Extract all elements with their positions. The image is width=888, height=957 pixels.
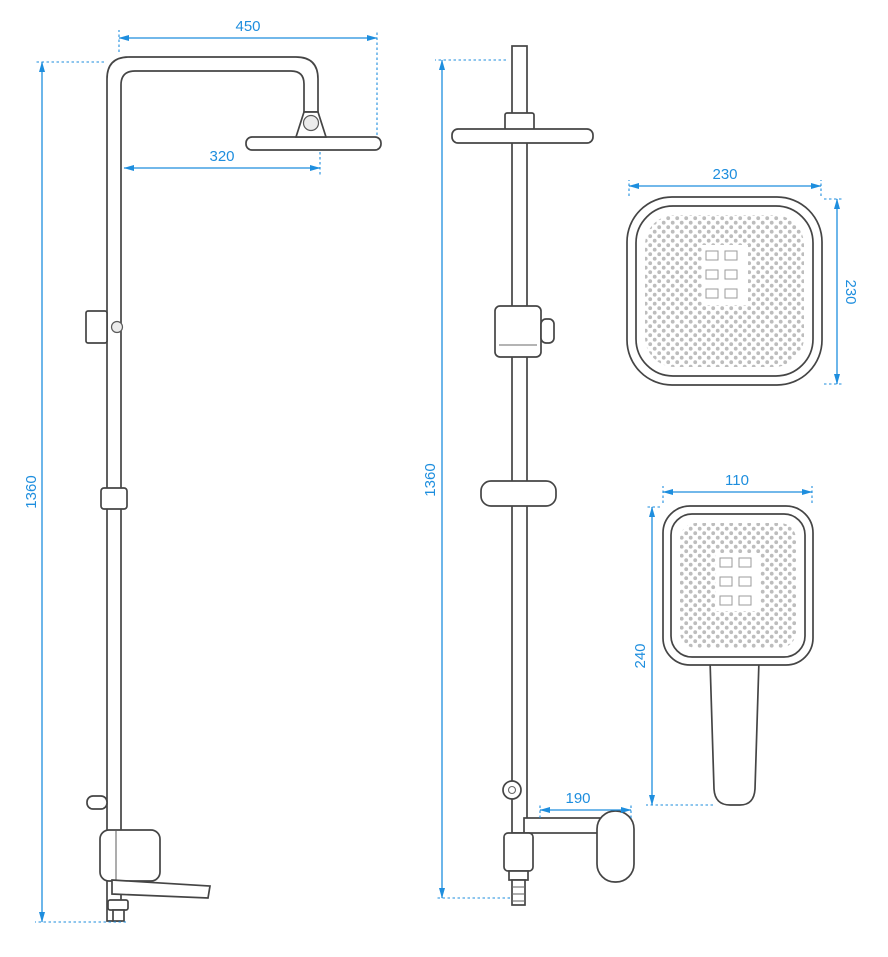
overhead-shower-side — [245, 136, 382, 151]
mixer-handle-front — [596, 810, 635, 883]
head-connector-front — [504, 112, 535, 131]
lower-knob-side — [86, 795, 108, 810]
diverter-knob-front — [540, 318, 555, 344]
dimension-label-arm-reach: 450 — [235, 18, 260, 35]
hand-shower-handle — [709, 659, 760, 806]
dimension-label-head-offset: 320 — [209, 148, 234, 165]
overhead-shower-front — [451, 128, 594, 144]
dimension-label-column-height: 1360 — [23, 475, 40, 508]
shower-column-pipe — [106, 56, 319, 922]
dimension-label-hand-width: 110 — [725, 472, 749, 489]
diverter-pull-knob-center — [507, 785, 517, 795]
mixer-body-side — [99, 829, 161, 882]
soap-shelf-side — [111, 879, 211, 899]
head-top-view-dimensions: 230 230 — [628, 166, 859, 385]
head-slot — [724, 250, 738, 261]
spout-body-front — [503, 832, 534, 872]
front-view — [451, 45, 635, 906]
head-slot — [705, 288, 719, 299]
swivel-ball-joint — [302, 114, 320, 132]
side-view-dimensions: 450 320 1360 — [23, 18, 378, 923]
hand-shower-slot — [738, 595, 752, 606]
hand-shower-dimensions: 110 240 — [632, 472, 813, 806]
hose-nut-side — [107, 899, 129, 911]
dimension-label-hand-length: 240 — [632, 643, 649, 668]
hand-shower-slot — [738, 576, 752, 587]
front-view-dimensions: 1360 190 — [422, 59, 632, 899]
slider-ring-front — [480, 480, 557, 507]
hand-shower-face-inner — [670, 513, 806, 658]
shower-column-pipe-front — [511, 45, 528, 834]
hand-shower-view — [662, 505, 814, 806]
hose-thread-front — [511, 879, 526, 906]
head-slot — [705, 250, 719, 261]
diverter-pull-knob — [502, 780, 522, 800]
head-plate-inner — [635, 205, 814, 377]
side-view — [85, 56, 382, 922]
hand-shower-slot — [719, 576, 733, 587]
dimension-label-head-depth: 230 — [842, 279, 859, 304]
diverter-screw — [110, 320, 124, 334]
dimension-label-head-width: 230 — [712, 166, 737, 183]
head-top-view — [626, 196, 823, 386]
diverter-block-side — [85, 310, 108, 344]
mixer-arm-front — [523, 817, 601, 834]
spout-nut-front — [508, 870, 529, 881]
dimension-label-spout-reach: 190 — [565, 790, 590, 807]
slider-bracket-side — [100, 487, 128, 510]
hose-outlet-side — [112, 909, 125, 922]
hand-shower-slot — [738, 557, 752, 568]
head-slot — [724, 288, 738, 299]
head-slot — [705, 269, 719, 280]
hand-shower-slot — [719, 595, 733, 606]
diverter-block-front — [494, 305, 542, 358]
dimension-label-column-height-front: 1360 — [422, 463, 439, 496]
head-slot — [724, 269, 738, 280]
hand-shower-slot — [719, 557, 733, 568]
